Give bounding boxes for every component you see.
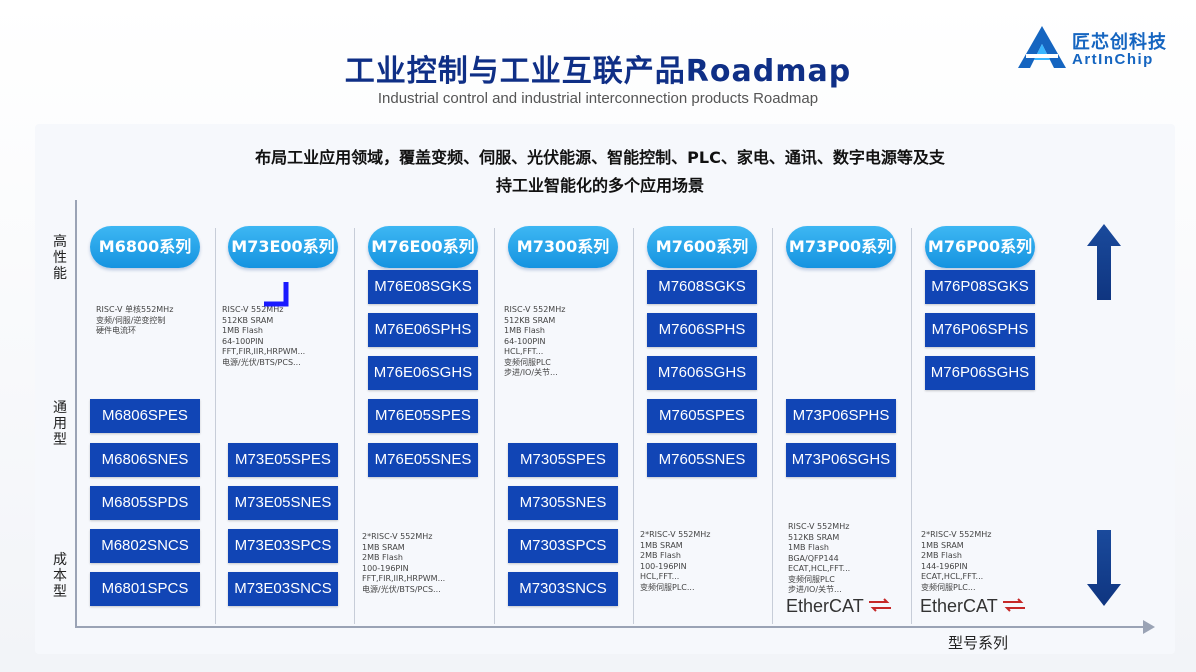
chip-model: M6805SPDS xyxy=(90,486,200,520)
column-divider xyxy=(772,228,773,624)
chip-model: M76P06SGHS xyxy=(925,356,1035,390)
x-axis-arrow-icon xyxy=(1143,620,1155,634)
chip-model: M7605SPES xyxy=(647,399,757,433)
column-divider xyxy=(633,228,634,624)
chip-model: M73P06SGHS xyxy=(786,443,896,477)
chip-model: M7605SNES xyxy=(647,443,757,477)
series-spec: RISC-V 单核552MHz 变频/伺服/逆变控制 硬件电流环 xyxy=(96,305,174,335)
y-label-high: 高性能 xyxy=(53,234,67,282)
series-header: M6800系列 xyxy=(90,226,200,268)
intro-text: 布局工业应用领域，覆盖变频、伺服、光伏能源、智能控制、PLC、家电、通讯、数字电… xyxy=(210,144,990,200)
ethercat-arrows-icon xyxy=(1002,598,1025,612)
ethercat-logo: EtherCAT xyxy=(920,596,1027,617)
chip-model: M6806SPES xyxy=(90,399,200,433)
chip-model: M76E06SGHS xyxy=(368,356,478,390)
chip-model: M73E03SPCS xyxy=(228,529,338,563)
chip-model: M7303SPCS xyxy=(508,529,618,563)
chip-model: M7305SNES xyxy=(508,486,618,520)
chip-model: M76E05SPES xyxy=(368,399,478,433)
series-header: M73E00系列 xyxy=(228,226,338,268)
intro-line-2: 持工业智能化的多个应用场景 xyxy=(495,176,704,195)
series-spec: RISC-V 552MHz 512KB SRAM 1MB Flash BGA/Q… xyxy=(788,522,851,594)
y-label-mid: 通用型 xyxy=(53,400,67,448)
y-label-low: 成本型 xyxy=(53,552,67,600)
chip-model: M76P08SGKS xyxy=(925,270,1035,304)
series-header: M7300系列 xyxy=(508,226,618,268)
column-divider xyxy=(354,228,355,624)
chip-model: M76E06SPHS xyxy=(368,313,478,347)
artinchip-a-logo-icon xyxy=(1018,26,1066,68)
column-divider xyxy=(494,228,495,624)
chip-model: M7608SGKS xyxy=(647,270,757,304)
ethercat-logo-text: EtherCAT xyxy=(920,596,998,616)
y-axis-line xyxy=(75,200,77,628)
chip-model: M76E08SGKS xyxy=(368,270,478,304)
intro-line-1: 布局工业应用领域，覆盖变频、伺服、光伏能源、智能控制、PLC、家电、通讯、数字电… xyxy=(255,148,945,167)
arrow-down-icon xyxy=(1087,530,1121,606)
series-header: M76P00系列 xyxy=(925,226,1035,268)
chip-model: M6801SPCS xyxy=(90,572,200,606)
series-header: M73P00系列 xyxy=(786,226,896,268)
arrow-up-icon xyxy=(1087,224,1121,300)
series-spec: RISC-V 552MHz 512KB SRAM 1MB Flash 64-10… xyxy=(504,305,566,377)
chip-model: M73E03SNCS xyxy=(228,572,338,606)
series-header: M7600系列 xyxy=(647,226,757,268)
series-spec: RISC-V 552MHz 512KB SRAM 1MB Flash 64-10… xyxy=(222,305,306,367)
page-subtitle: Industrial control and industrial interc… xyxy=(377,90,819,107)
chip-model: M73P06SPHS xyxy=(786,399,896,433)
logo-text-en: ArtInChip xyxy=(1072,51,1154,68)
ethercat-arrows-icon xyxy=(868,598,891,612)
chip-model: M76E05SNES xyxy=(368,443,478,477)
ethercat-logo-text: EtherCAT xyxy=(786,596,864,616)
x-axis-label: 型号系列 xyxy=(948,634,1009,652)
chip-model: M7606SGHS xyxy=(647,356,757,390)
series-spec: 2*RISC-V 552MHz 1MB SRAM 2MB Flash 100-1… xyxy=(640,530,711,592)
cursor-corner-icon xyxy=(264,282,289,307)
series-spec: 2*RISC-V 552MHz 1MB SRAM 2MB Flash 144-1… xyxy=(921,530,992,592)
page-title: 工业控制与工业互联产品Roadmap xyxy=(344,54,852,89)
chip-model: M6806SNES xyxy=(90,443,200,477)
chip-model: M6802SNCS xyxy=(90,529,200,563)
chip-model: M73E05SNES xyxy=(228,486,338,520)
ethercat-logo: EtherCAT xyxy=(786,596,893,617)
chip-model: M7606SPHS xyxy=(647,313,757,347)
chip-model: M7305SPES xyxy=(508,443,618,477)
chip-model: M7303SNCS xyxy=(508,572,618,606)
logo-text-cn: 匠芯创科技 xyxy=(1072,32,1167,53)
chip-model: M76P06SPHS xyxy=(925,313,1035,347)
company-logo: 匠芯创科技 ArtInChip xyxy=(1016,22,1186,72)
x-axis-line xyxy=(75,626,1145,628)
column-divider xyxy=(215,228,216,624)
column-divider xyxy=(911,228,912,624)
chip-model: M73E05SPES xyxy=(228,443,338,477)
series-header: M76E00系列 xyxy=(368,226,478,268)
series-spec: 2*RISC-V 552MHz 1MB SRAM 2MB Flash 100-1… xyxy=(362,532,446,594)
